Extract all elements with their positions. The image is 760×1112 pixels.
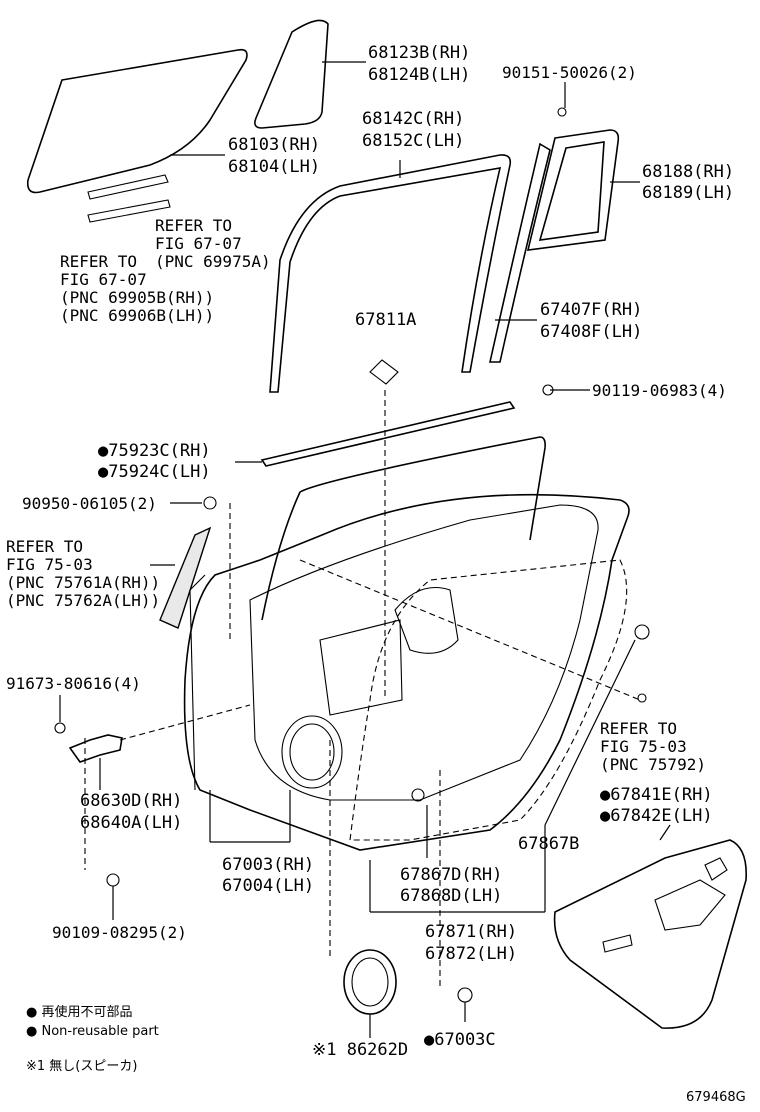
bolt-91673 [54, 722, 66, 734]
leader-lines [59, 61, 671, 1038]
label-68142C: 68142C(RH) [362, 109, 464, 129]
clip-90950 [203, 496, 217, 510]
label-67811A: 67811A [355, 310, 416, 330]
clip-75792 [637, 693, 647, 703]
belt-moulding [260, 401, 516, 467]
label-90119: 90119-06983(4) [592, 381, 727, 400]
svg-text:(PNC 69975A): (PNC 69975A) [155, 252, 271, 271]
label-67871: 67871(RH) [425, 922, 517, 942]
label-75924C: ●75924C(LH) [98, 462, 211, 482]
label-68104: 68104(LH) [228, 157, 320, 177]
quarter-glass [254, 19, 329, 129]
side-moulding-strip [159, 526, 212, 629]
glass-run [269, 154, 512, 393]
reference-note-3: REFER TO FIG 75-03 (PNC 75761A(RH)) (PNC… [6, 537, 160, 610]
assembly-dashed-lines [84, 390, 641, 990]
speaker-opening [281, 715, 343, 789]
svg-text:REFER TO: REFER TO [155, 216, 232, 235]
label-68124B: 68124B(LH) [368, 65, 470, 85]
svg-text:(PNC 69906B(LH)): (PNC 69906B(LH)) [60, 306, 214, 325]
label-67867B: 67867B [518, 834, 579, 854]
legend-japanese: ● 再使用不可部品 [26, 1004, 132, 1020]
legend-english: ● Non-reusable part [26, 1024, 159, 1039]
glass-channel-lower [87, 199, 171, 223]
window-regulator-area [319, 619, 403, 716]
rear-door-panel [183, 493, 630, 851]
label-91673: 91673-80616(4) [6, 674, 141, 693]
door-glass [26, 48, 248, 194]
reference-note-2: REFER TO FIG 67-07 (PNC 69905B(RH)) (PNC… [60, 252, 214, 325]
speaker-cone [351, 957, 389, 1007]
label-90109: 90109-08295(2) [52, 923, 187, 942]
door-weatherstrip [261, 436, 546, 621]
door-edge-strip [189, 574, 206, 791]
svg-text:(PNC 75761A(RH)): (PNC 75761A(RH)) [6, 573, 160, 592]
label-86262D: ※1 86262D [312, 1040, 408, 1060]
access-hole [394, 586, 459, 654]
glass-channel-upper [87, 174, 169, 200]
door-hinge [68, 734, 123, 763]
figure-id: 679468G [686, 1090, 746, 1105]
label-68188: 68188(RH) [642, 162, 734, 182]
label-67842E: ●67842E(LH) [600, 806, 713, 826]
label-75923C: ●75923C(RH) [98, 441, 211, 461]
label-90950: 90950-06105(2) [22, 494, 157, 513]
trim-pocket [602, 934, 633, 953]
svg-text:(PNC 75792): (PNC 75792) [600, 755, 706, 774]
label-67004: 67004(LH) [222, 876, 314, 896]
label-68103: 68103(RH) [228, 135, 320, 155]
label-67408F: 67408F(LH) [540, 322, 642, 342]
legend-footnote: ※1 無し(スピーカ) [26, 1059, 137, 1074]
screw-90151 [557, 107, 567, 117]
door-inner-frame [249, 504, 599, 801]
trim-handle [704, 857, 728, 881]
label-67868D: 67868D(LH) [400, 886, 502, 906]
svg-text:(PNC 75762A(LH)): (PNC 75762A(LH)) [6, 591, 160, 610]
label-90151: 90151-50026(2) [502, 63, 637, 82]
label-67872: 67872(LH) [425, 944, 517, 964]
clip-67003C-upper [634, 624, 650, 640]
label-68189: 68189(LH) [642, 183, 734, 203]
reference-note-1: REFER TO FIG 67-07 (PNC 69975A) [155, 216, 271, 271]
speaker-opening-inner [289, 723, 335, 781]
label-68630D: 68630D(RH) [80, 791, 182, 811]
hole-plug-67811A [369, 359, 399, 385]
svg-text:(PNC 69905B(RH)): (PNC 69905B(RH)) [60, 288, 214, 307]
svg-text:FIG 67-07: FIG 67-07 [60, 270, 147, 289]
trim-armrest [654, 879, 726, 931]
label-67407F: 67407F(RH) [540, 300, 642, 320]
clip-67867D [411, 788, 425, 802]
svg-text:FIG 75-03: FIG 75-03 [600, 737, 687, 756]
svg-text:FIG 67-07: FIG 67-07 [155, 234, 242, 253]
label-67003C: ●67003C [424, 1030, 496, 1050]
label-68123B: 68123B(RH) [368, 43, 470, 63]
svg-text:REFER TO: REFER TO [600, 719, 677, 738]
svg-text:FIG 75-03: FIG 75-03 [6, 555, 93, 574]
door-trim-board [553, 839, 747, 1029]
clip-67003C [457, 987, 473, 1003]
quarter-window-frame [526, 129, 620, 251]
label-68152C: 68152C(LH) [362, 131, 464, 151]
label-67841E: ●67841E(RH) [600, 785, 713, 805]
reference-note-4: REFER TO FIG 75-03 (PNC 75792) [600, 719, 706, 774]
label-67003: 67003(RH) [222, 855, 314, 875]
division-bar [489, 142, 551, 363]
svg-text:REFER TO: REFER TO [6, 537, 83, 556]
svg-text:REFER TO: REFER TO [60, 252, 137, 271]
service-hole-cover [349, 559, 628, 841]
label-68640A: 68640A(LH) [80, 813, 182, 833]
bolt-90109 [106, 873, 120, 887]
label-67867D: 67867D(RH) [400, 865, 502, 885]
